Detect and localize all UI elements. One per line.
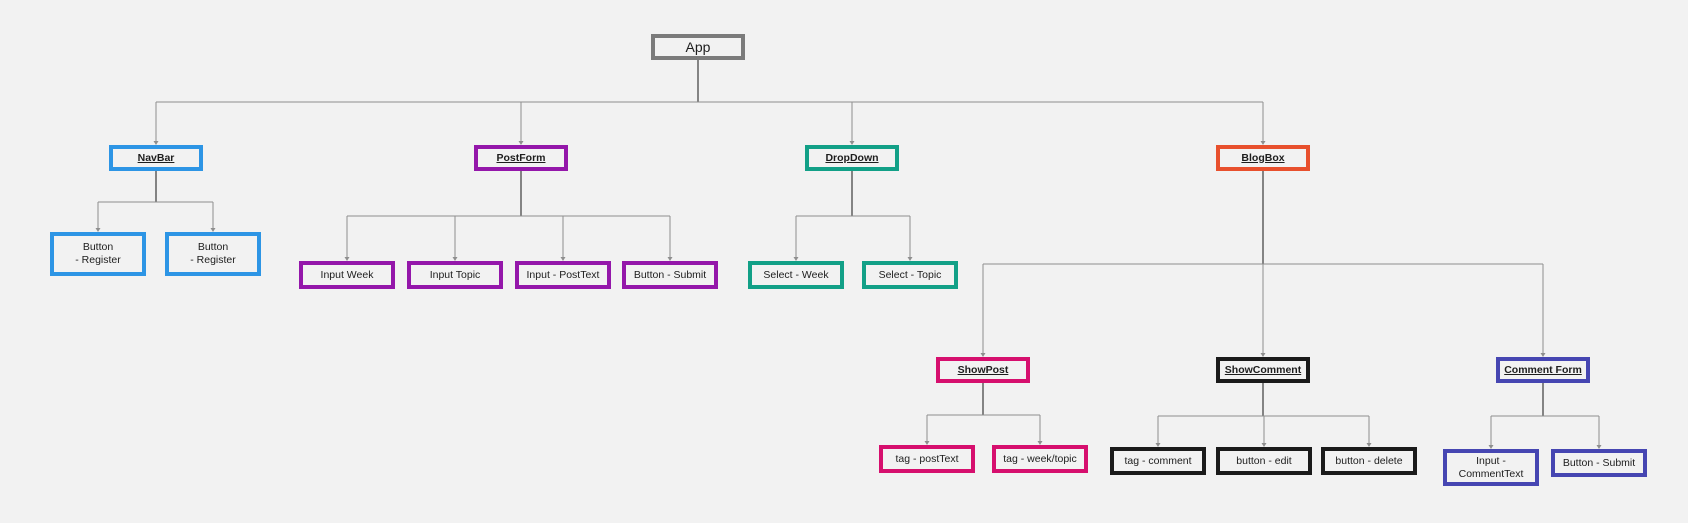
edge-arrow-select-week (793, 257, 799, 261)
edge-arrow-input-commenttext (1488, 445, 1494, 449)
edge-arrow-nav-btn-2 (210, 228, 216, 232)
edge-arrow-select-topic (907, 257, 913, 261)
node-input-week: Input Week (299, 261, 395, 289)
edge-arrow-navbar (153, 141, 159, 145)
node-tag-comment: tag - comment (1110, 447, 1206, 475)
edge-arrow-button-submit-post (667, 257, 673, 261)
edge-arrow-tag-weektopic (1037, 441, 1043, 445)
node-commentform: Comment Form (1496, 357, 1590, 383)
node-input-commenttext: Input - CommentText (1443, 449, 1539, 486)
edge-arrow-nav-btn-1 (95, 228, 101, 232)
node-blogbox: BlogBox (1216, 145, 1310, 171)
edge-arrow-commentform (1540, 353, 1546, 357)
edge-arrow-input-week (344, 257, 350, 261)
node-button-submit-comment: Button - Submit (1551, 449, 1647, 477)
node-tag-weektopic: tag - week/topic (992, 445, 1088, 473)
node-input-posttext: Input - PostText (515, 261, 611, 289)
node-select-topic: Select - Topic (862, 261, 958, 289)
edge-arrow-tag-posttext (924, 441, 930, 445)
edge-arrow-showcomment (1260, 353, 1266, 357)
node-showpost: ShowPost (936, 357, 1030, 383)
node-select-week: Select - Week (748, 261, 844, 289)
node-button-submit-post: Button - Submit (622, 261, 718, 289)
node-tag-posttext: tag - postText (879, 445, 975, 473)
edge-arrow-input-topic (452, 257, 458, 261)
node-navbar: NavBar (109, 145, 203, 171)
node-nav-btn-1: Button - Register (50, 232, 146, 276)
edge-arrow-button-submit-comment (1596, 445, 1602, 449)
node-button-delete: button - delete (1321, 447, 1417, 475)
node-input-topic: Input Topic (407, 261, 503, 289)
node-app: App (651, 34, 745, 60)
edge-arrow-dropdown (849, 141, 855, 145)
edge-arrow-showpost (980, 353, 986, 357)
node-showcomment: ShowComment (1216, 357, 1310, 383)
edge-arrow-button-delete (1366, 443, 1372, 447)
node-dropdown: DropDown (805, 145, 899, 171)
node-nav-btn-2: Button - Register (165, 232, 261, 276)
edge-arrow-input-posttext (560, 257, 566, 261)
edge-arrow-blogbox (1260, 141, 1266, 145)
node-button-edit: button - edit (1216, 447, 1312, 475)
node-postform: PostForm (474, 145, 568, 171)
edge-arrow-tag-comment (1155, 443, 1161, 447)
edge-arrow-button-edit (1261, 443, 1267, 447)
edge-arrow-postform (518, 141, 524, 145)
